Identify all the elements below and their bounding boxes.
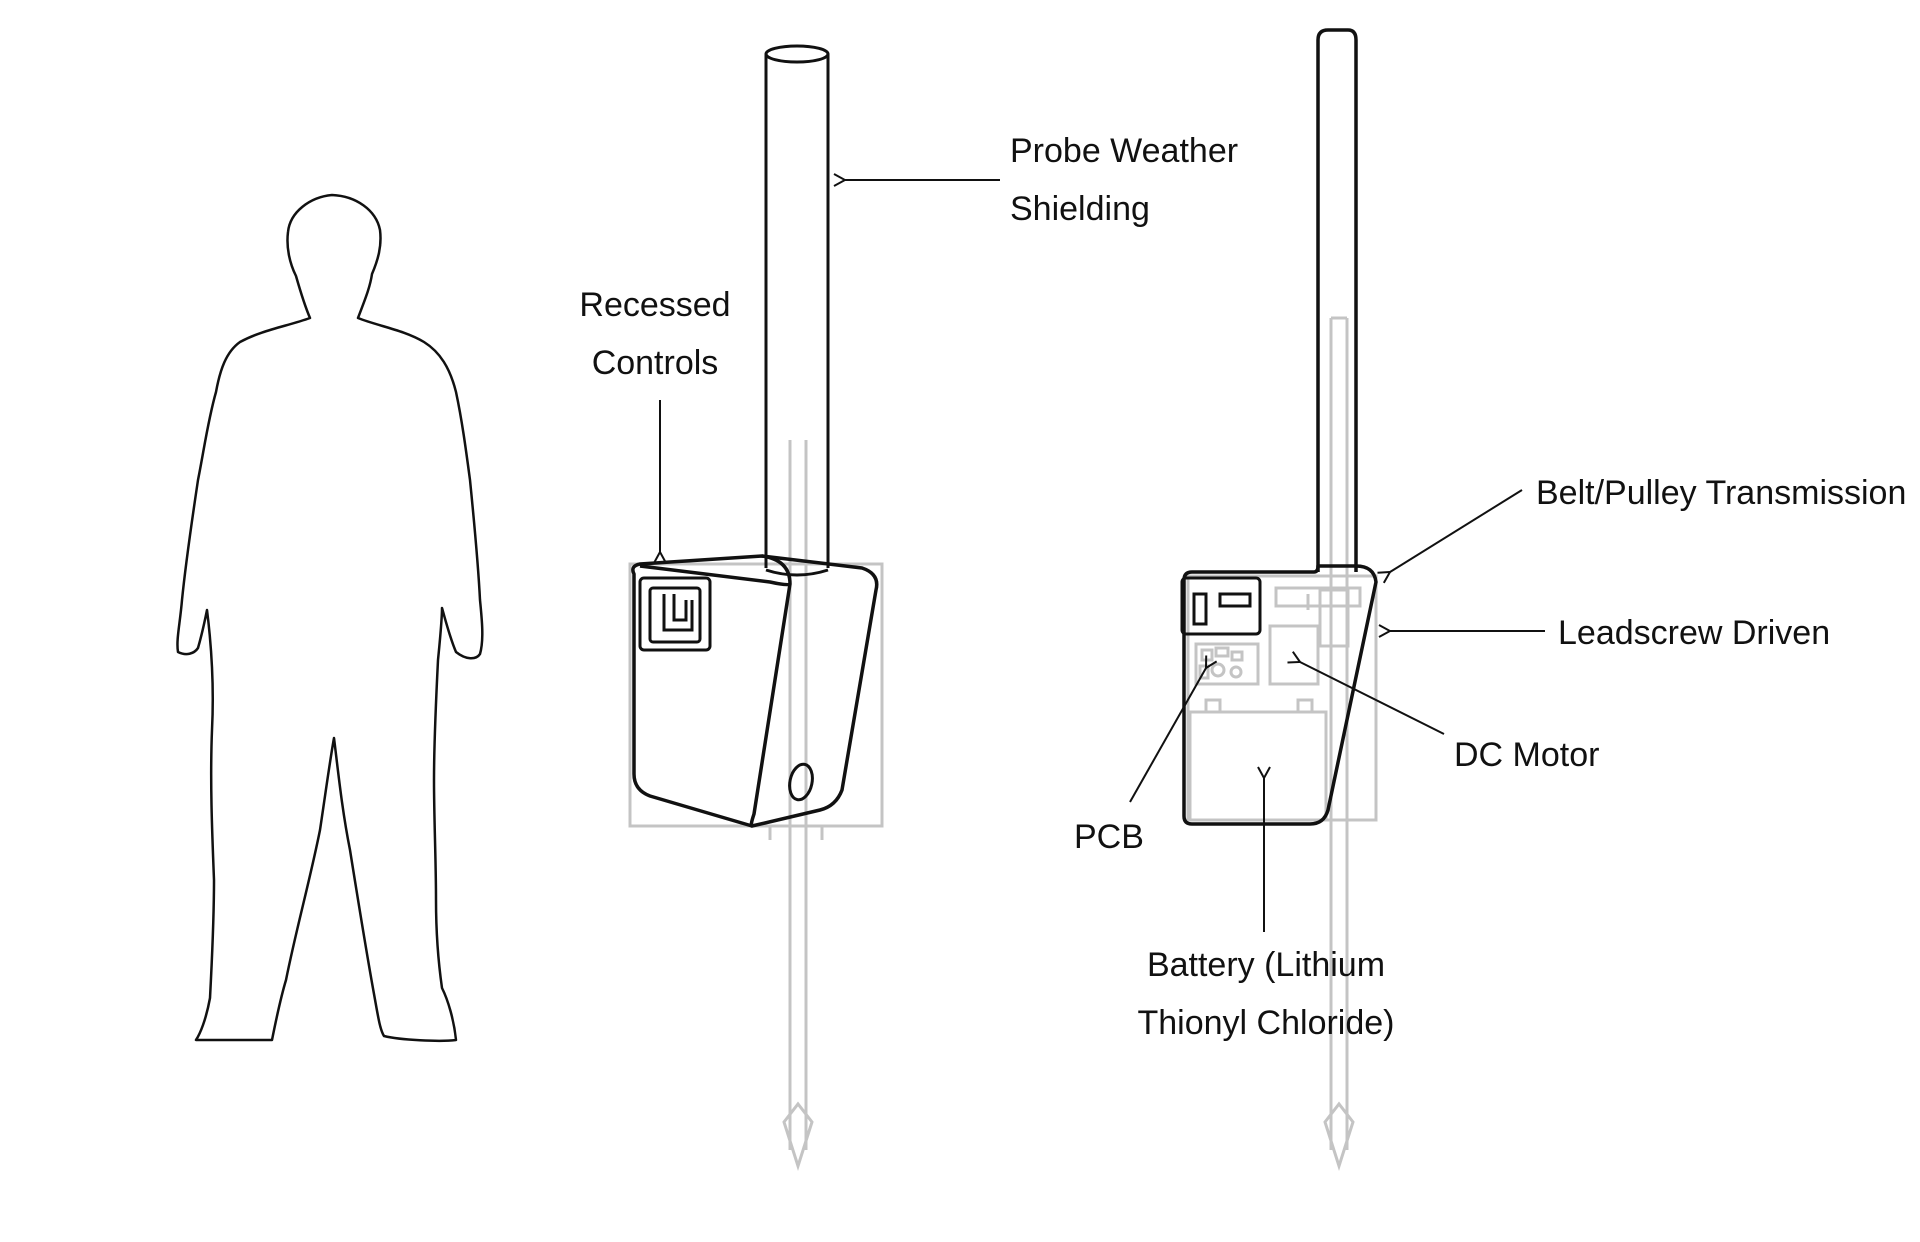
side-button-icon — [788, 762, 814, 802]
label-leadscrew-driven: Leadscrew Driven — [1558, 614, 1830, 652]
device-2-housing — [1182, 564, 1378, 826]
label-pcb: PCB — [1074, 818, 1144, 856]
device-2-probe-tube — [1316, 28, 1358, 572]
label-recessed-controls-line1: Recessed — [579, 286, 730, 324]
probe-weather-shielding — [764, 44, 830, 577]
arrow-dc-motor — [1300, 662, 1445, 735]
labels: Probe Weather Shielding Recessed Control… — [579, 132, 1906, 1042]
label-dc-motor: DC Motor — [1454, 736, 1599, 774]
label-probe-weather-shielding-line1: Probe Weather — [1010, 132, 1238, 170]
arrow-pcb — [1129, 668, 1206, 803]
device-external-view — [628, 44, 884, 1171]
device-2-controls-panel — [1180, 576, 1262, 636]
device-internal-view — [1180, 28, 1378, 1171]
annotation-arrows — [660, 180, 1545, 932]
label-probe-weather-shielding-line2: Shielding — [1010, 190, 1150, 228]
label-belt-pulley-transmission: Belt/Pulley Transmission — [1536, 474, 1906, 512]
label-battery-line1: Battery (Lithium — [1147, 946, 1385, 984]
arrow-belt-pulley — [1390, 489, 1523, 572]
device-1-housing — [631, 554, 879, 828]
human-silhouette-icon — [176, 193, 484, 1043]
label-battery-line2: Thionyl Chloride) — [1138, 1004, 1395, 1042]
label-recessed-controls-line2: Controls — [592, 344, 719, 382]
recessed-controls-panel — [638, 576, 712, 652]
